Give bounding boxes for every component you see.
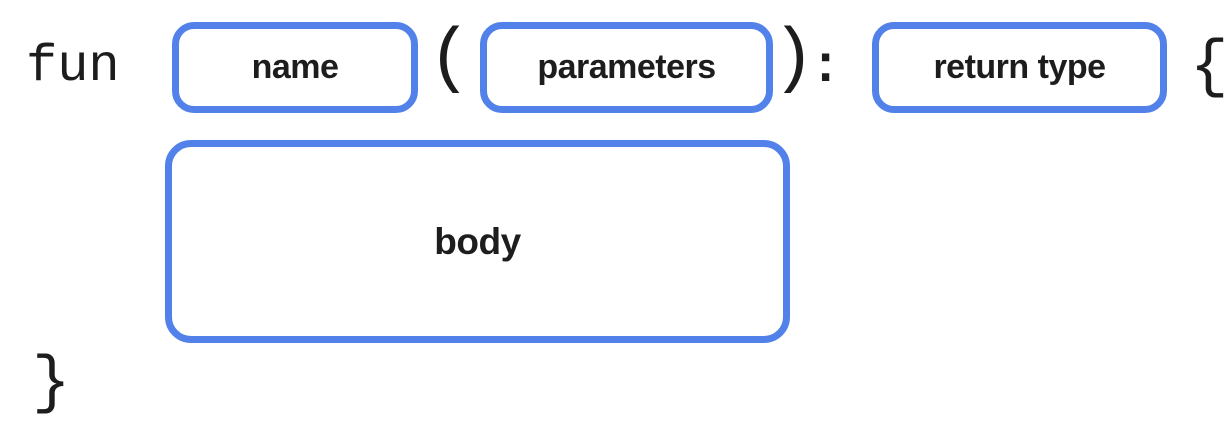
parameters-box: parameters (480, 22, 773, 113)
return-type-box: return type (872, 22, 1167, 113)
close-paren: ) (772, 18, 816, 100)
fun-keyword: fun (26, 37, 120, 96)
open-paren: ( (428, 18, 472, 100)
return-type-label: return type (933, 48, 1106, 86)
parameters-label: parameters (537, 48, 716, 86)
body-label: body (434, 220, 521, 262)
body-box: body (165, 140, 790, 343)
colon-separator: : (810, 38, 842, 97)
close-brace: } (32, 348, 71, 420)
function-name-label: name (251, 48, 339, 86)
open-brace: { (1190, 36, 1224, 100)
function-name-box: name (172, 22, 418, 113)
